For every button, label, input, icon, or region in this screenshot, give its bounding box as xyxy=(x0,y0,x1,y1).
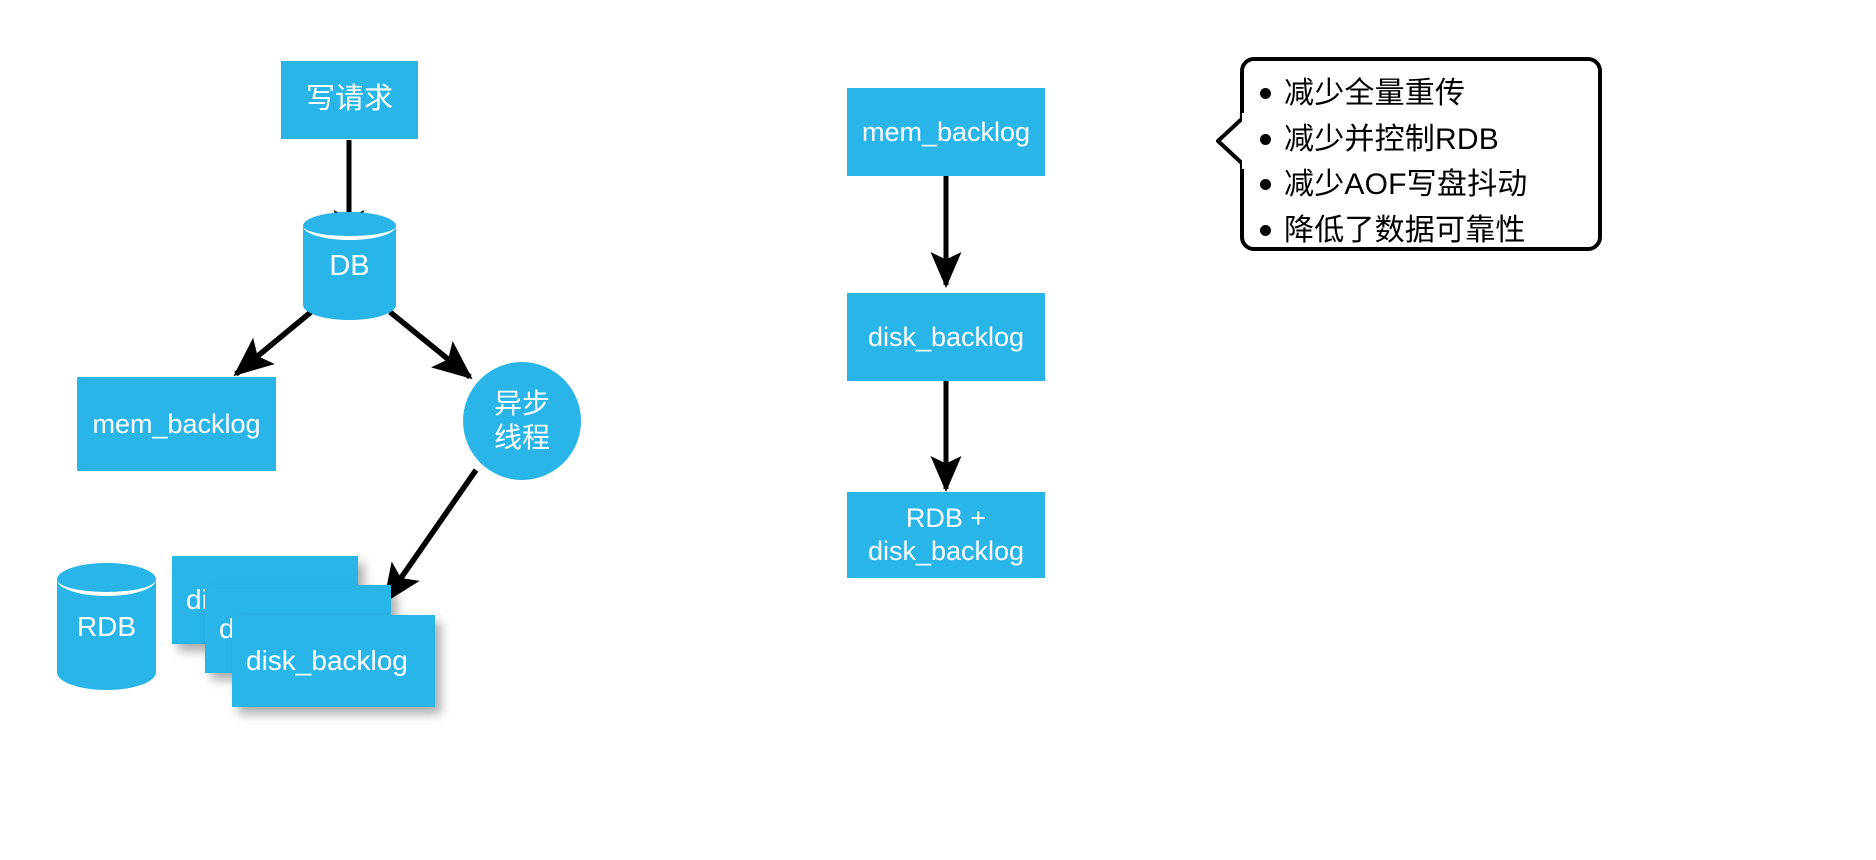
callout-bullet-item: 降低了数据可靠性 xyxy=(1260,208,1584,254)
callout-bullet-label: 减少全量重传 xyxy=(1284,77,1466,110)
node-mem-backlog-left[interactable]: mem_backlog xyxy=(77,377,276,471)
bullet-dot-icon xyxy=(1260,133,1271,145)
node-disk-backlog-card-3[interactable]: disk_backlog xyxy=(232,615,435,707)
rdb-label: RDB xyxy=(76,610,137,642)
db-cylinder-top xyxy=(303,212,396,241)
edge-db-to-async-thread xyxy=(388,309,473,380)
edge-db-to-mem-backlog xyxy=(233,309,313,377)
node-mid-disk-backlog[interactable]: disk_backlog xyxy=(847,293,1045,381)
node-async-thread[interactable]: 异步 线程 xyxy=(463,362,581,480)
node-write-request[interactable]: 写请求 xyxy=(281,61,418,139)
node-db-cylinder[interactable]: DB xyxy=(303,212,396,320)
callout-bullet-label: 减少AOF写盘抖动 xyxy=(1284,168,1528,202)
callout-bullet-label: 减少并控制RDB xyxy=(1284,122,1499,156)
bullet-dot-icon xyxy=(1260,179,1271,191)
callout-tail-icon xyxy=(1216,113,1248,169)
rdb-cylinder-top xyxy=(57,563,156,597)
callout-bullet-item: 减少AOF写盘抖动 xyxy=(1260,162,1584,208)
node-mid-mem-backlog[interactable]: mem_backlog xyxy=(847,88,1045,176)
callout-bullet-item: 减少并控制RDB xyxy=(1260,117,1584,163)
bullet-dot-icon xyxy=(1260,225,1271,237)
node-mid-rdb-disk-backlog[interactable]: RDB + disk_backlog xyxy=(847,492,1045,578)
callout-bullet-list: 减少全量重传 减少并控制RDB 减少AOF写盘抖动 降低了数据可靠性 xyxy=(1244,61,1598,263)
callout-bullet-label: 降低了数据可靠性 xyxy=(1284,213,1526,247)
node-rdb-cylinder[interactable]: RDB xyxy=(57,563,156,690)
callout-bullet-item: 减少全量重传 xyxy=(1260,71,1584,117)
bullet-dot-icon xyxy=(1260,88,1271,100)
edge-async-thread-to-disk-backlog xyxy=(382,468,479,604)
db-label: DB xyxy=(329,249,370,282)
callout-box: 减少全量重传 减少并控制RDB 减少AOF写盘抖动 降低了数据可靠性 xyxy=(1216,57,1602,251)
